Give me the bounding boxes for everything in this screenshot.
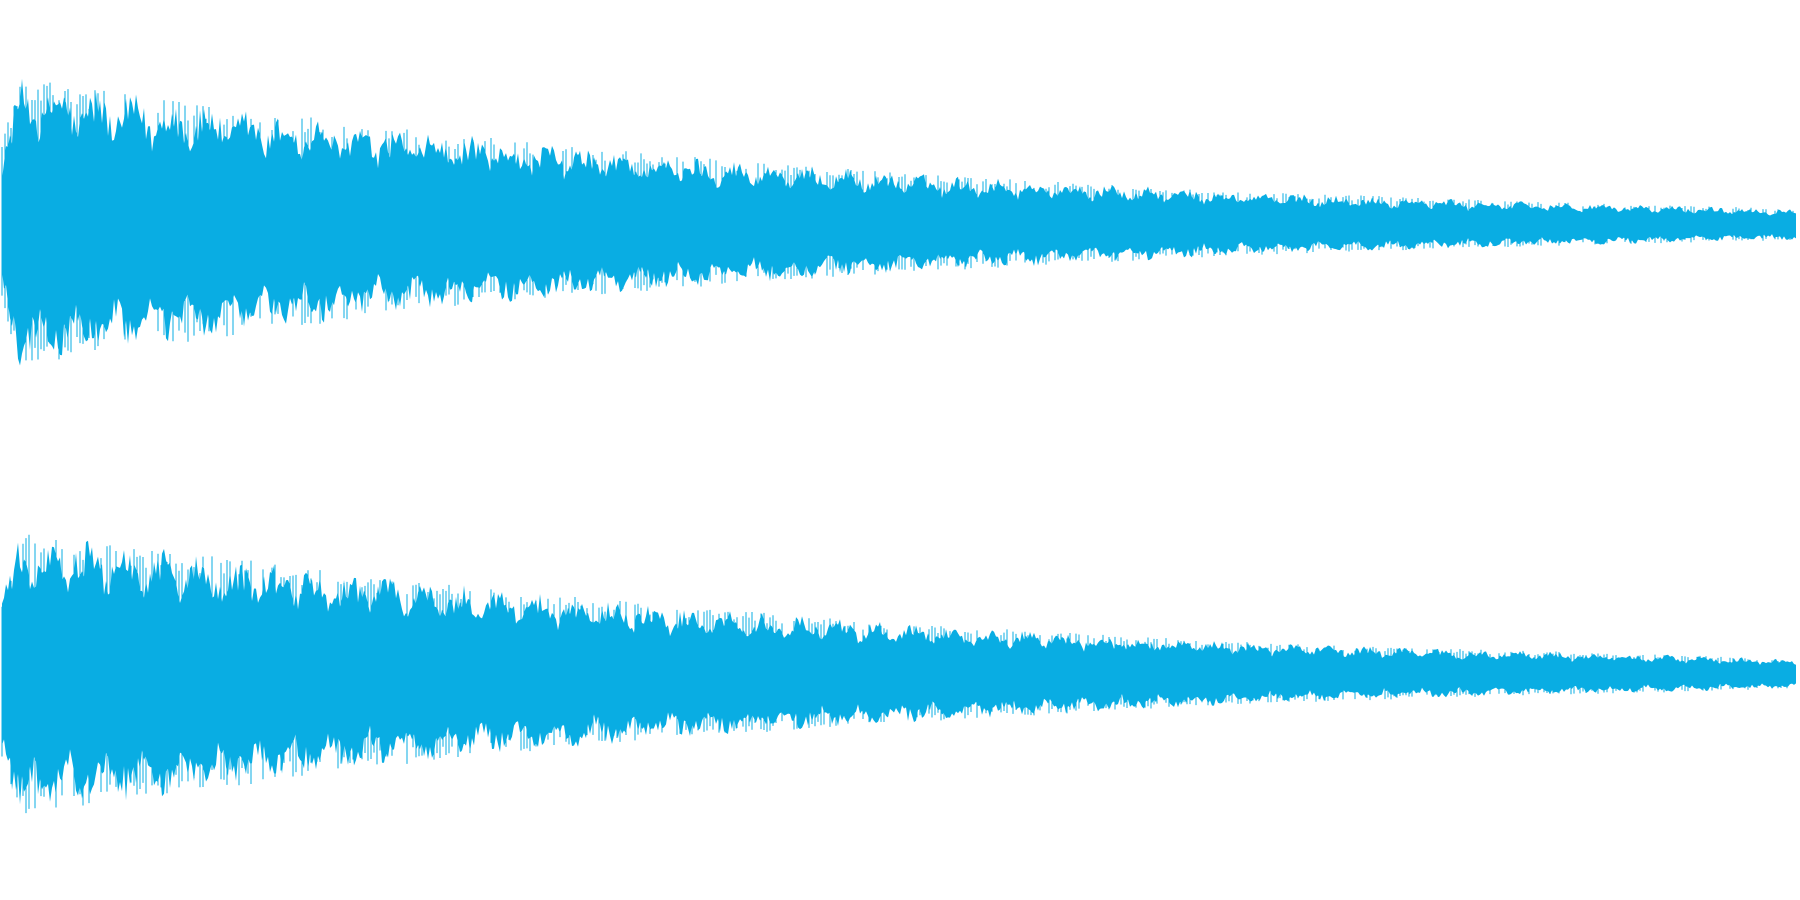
- waveform-area-right: [2, 540, 1796, 805]
- waveform-channel-right: [1, 534, 1796, 814]
- waveform-peaks-right: [1, 534, 1788, 814]
- waveform-channel-left: [1, 78, 1796, 366]
- waveform-peaks-left: [1, 82, 1794, 361]
